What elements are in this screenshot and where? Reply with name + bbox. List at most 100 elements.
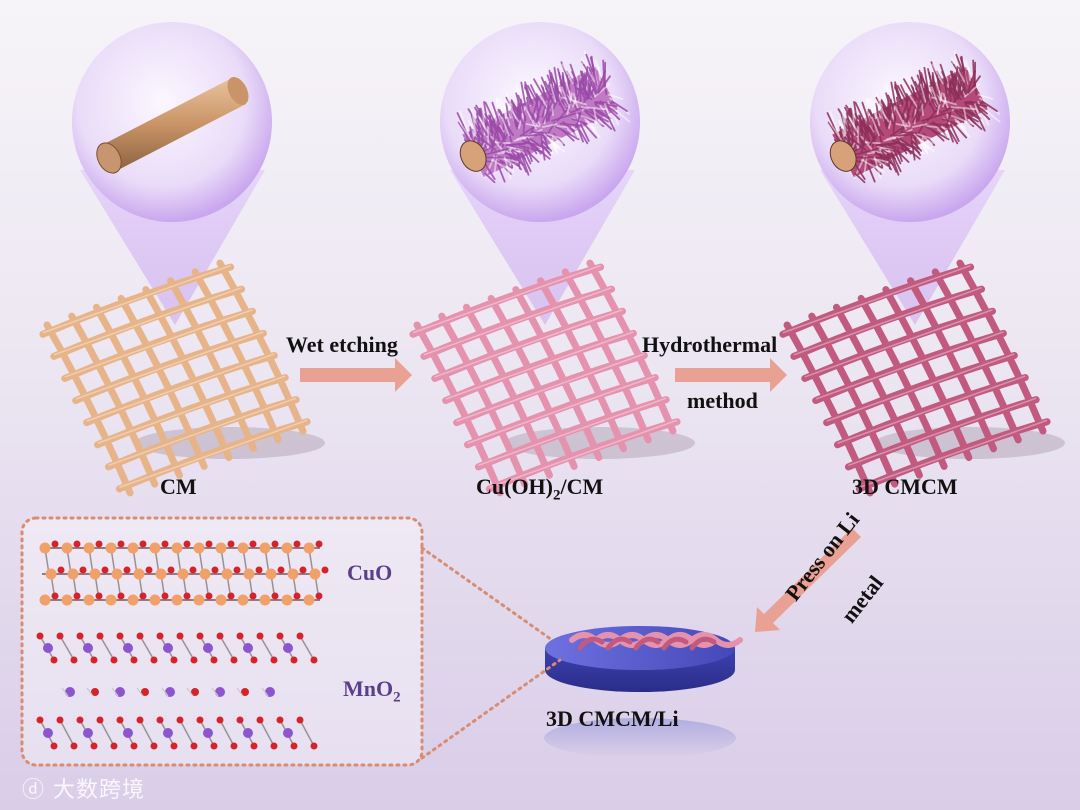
hydrothermal-arrow [675, 358, 787, 392]
o-atom [168, 567, 175, 574]
o-atom [96, 541, 103, 548]
label-cuoh2-prefix: Cu(OH) [476, 474, 553, 499]
o-atom [237, 717, 244, 724]
o-atom [311, 743, 318, 750]
o-atom [191, 743, 198, 750]
o-atom [237, 633, 244, 640]
nanowire-spike [490, 116, 491, 132]
cu-atom [288, 569, 299, 580]
o-atom [171, 657, 178, 664]
wet-etching-arrow [300, 358, 412, 392]
label-3d-cmcm: 3D CMCM [852, 474, 958, 500]
o-atom [191, 657, 198, 664]
cu-atom [260, 595, 271, 606]
o-atom [111, 743, 118, 750]
o-atom [257, 717, 264, 724]
o-atom [212, 567, 219, 574]
o-atom [96, 593, 103, 600]
nanowire-spike [496, 142, 510, 143]
o-atom [118, 541, 125, 548]
o-atom [217, 633, 224, 640]
label-mno2-sub: 2 [393, 689, 401, 705]
o-atom [137, 717, 144, 724]
nanowire-spike [973, 60, 974, 85]
label-wet-etching: Wet etching [286, 332, 398, 358]
o-atom [294, 541, 301, 548]
o-atom [157, 633, 164, 640]
mn-atom [163, 728, 173, 738]
interlayer-atom [165, 687, 175, 697]
o-atom [272, 593, 279, 600]
label-cuo: CuO [347, 560, 392, 586]
nanowire-spike [879, 144, 894, 145]
cu-atom [260, 543, 271, 554]
li-metal-disc [544, 626, 740, 758]
cu-atom [106, 543, 117, 554]
o-atom [97, 633, 104, 640]
o-atom [162, 593, 169, 600]
cu-atom [194, 595, 205, 606]
o-atom [58, 567, 65, 574]
cu-atom [216, 543, 227, 554]
o-atom [80, 567, 87, 574]
mn-atom [163, 643, 173, 653]
zoom-line-bottom [422, 660, 560, 758]
o-atom [118, 593, 125, 600]
cu-atom [40, 595, 51, 606]
o-atom [251, 657, 258, 664]
interlayer-atom [115, 687, 125, 697]
o-atom [117, 633, 124, 640]
o-atom [294, 593, 301, 600]
o-atom [140, 541, 147, 548]
mn-atom [283, 728, 293, 738]
o-atom [250, 593, 257, 600]
zoom-line-top [422, 548, 552, 640]
o-atom [184, 593, 191, 600]
label-cuoh2-sub: 2 [553, 487, 561, 503]
o-atom [57, 633, 64, 640]
o-atom [211, 657, 218, 664]
cu-atom [282, 595, 293, 606]
nanowire-spike [950, 81, 951, 101]
label-mno2-prefix: MnO [343, 676, 393, 701]
o-atom [162, 541, 169, 548]
o-atom [197, 717, 204, 724]
cu-atom [46, 569, 57, 580]
cu-atom [304, 595, 315, 606]
cu-atom [90, 569, 101, 580]
o-atom [74, 541, 81, 548]
label-3d-cmcm-li: 3D CMCM/Li [546, 706, 679, 732]
cu-atom [194, 543, 205, 554]
mn-atom [203, 643, 213, 653]
cu-atom [40, 543, 51, 554]
mn-atom [123, 728, 133, 738]
o-atom [300, 567, 307, 574]
cu-atom [266, 569, 277, 580]
o-atom [277, 717, 284, 724]
o-atom [277, 633, 284, 640]
o-atom [250, 541, 257, 548]
cu-atom [128, 543, 139, 554]
mn-atom [123, 643, 133, 653]
o-atom [271, 743, 278, 750]
o-atom [256, 567, 263, 574]
cu-atom [172, 543, 183, 554]
o-atom [272, 541, 279, 548]
mn-atom [83, 643, 93, 653]
o-atom [57, 717, 64, 724]
cu-atom [156, 569, 167, 580]
interlayer-atom [265, 687, 275, 697]
o-atom [91, 657, 98, 664]
o-atom [228, 593, 235, 600]
label-cuoh2-suffix: /CM [561, 474, 604, 499]
o-atom [184, 541, 191, 548]
cu-atom [238, 595, 249, 606]
o-atom [74, 593, 81, 600]
o-atom [52, 541, 59, 548]
o-atom [291, 743, 298, 750]
o-atom [177, 717, 184, 724]
cu-atom [84, 543, 95, 554]
cu-atom [216, 595, 227, 606]
watermark-text: 大数跨境 [53, 778, 145, 803]
